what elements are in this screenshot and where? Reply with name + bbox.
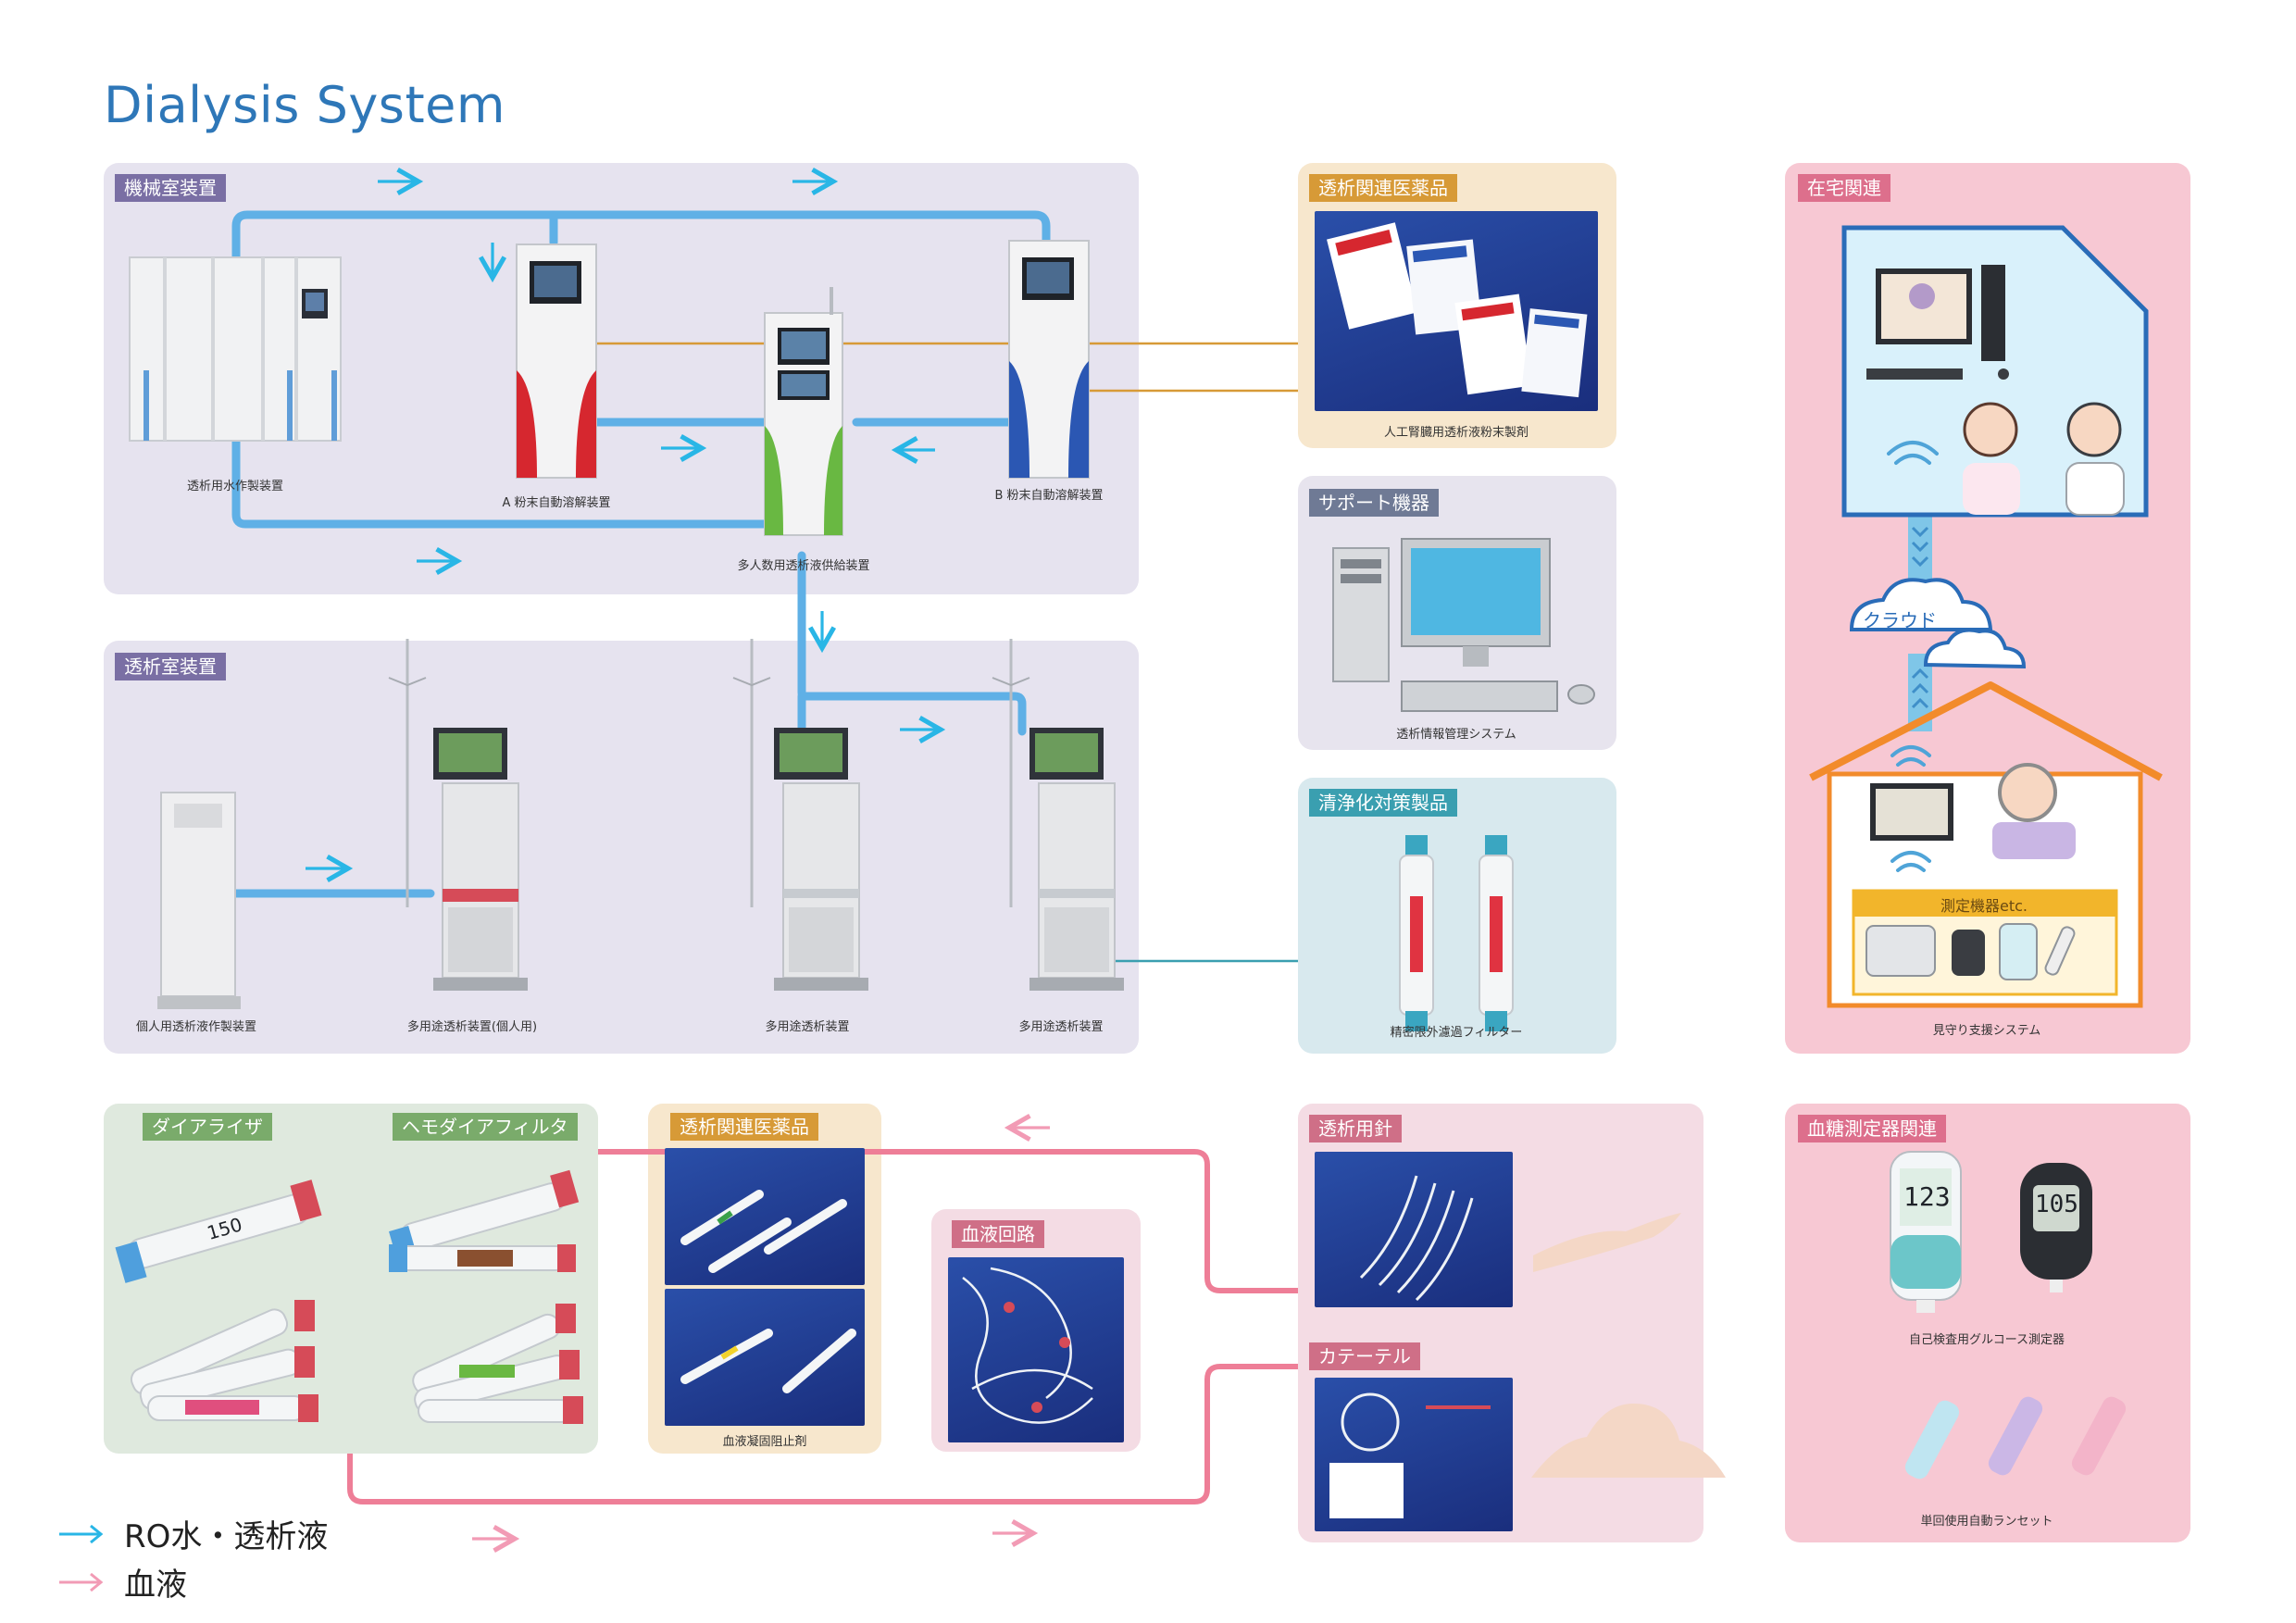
hemodiafilter-1 xyxy=(389,1169,580,1272)
caption-powder-b: B 粉末自動溶解装置 xyxy=(994,489,1104,503)
caption-multi-personal: 多用途透析装置(個人用) xyxy=(406,1020,538,1034)
dialysis-room-panel xyxy=(104,641,1139,1054)
clean-panel xyxy=(1298,778,1616,1054)
legend-label-ro: RO水・透析液 xyxy=(124,1518,329,1555)
hemodiafilter-2 xyxy=(412,1304,583,1424)
caption-lancet: 単回使用自動ランセット xyxy=(1920,1515,2053,1529)
powder-a-unit xyxy=(516,243,597,479)
filter-1 xyxy=(1399,835,1434,1031)
legend-ro: RO水・透析液 xyxy=(57,1511,328,1556)
glucose-reading-1: 123 xyxy=(1903,1181,1951,1212)
dialyzer-1: 150 xyxy=(115,1180,322,1283)
dialyzer-2 xyxy=(130,1300,318,1422)
section-tag-blood-circuit: 血液回路 xyxy=(952,1220,1044,1248)
section-tag-home: 在宅関連 xyxy=(1798,174,1890,202)
caption-ro-water: 透析用水作製装置 xyxy=(186,480,284,493)
caption-watch-system: 見守り支援システム xyxy=(1932,1024,2041,1038)
multi-supply-unit xyxy=(764,287,843,536)
nurse-face xyxy=(1963,402,2018,457)
glucose-panel xyxy=(1785,1104,2190,1542)
powder-b-unit xyxy=(1008,240,1090,479)
legend-arrow-blue xyxy=(59,1524,104,1543)
legend-blood: 血液 xyxy=(57,1559,187,1604)
arm-illustration xyxy=(1533,1213,1681,1272)
caption-filter: 精密限外濾過フィルター xyxy=(1390,1026,1523,1040)
caption-info-system: 透析情報管理システム xyxy=(1396,728,1516,742)
section-tag-machine-room: 機械室装置 xyxy=(115,174,226,202)
syringe-photo-top xyxy=(665,1148,865,1285)
filter-2 xyxy=(1479,835,1514,1031)
doctor-face xyxy=(2066,402,2122,457)
cloud-icon xyxy=(1849,578,2027,669)
caption-powder-drug: 人工腎臓用透析液粉末製剤 xyxy=(1383,426,1529,440)
page-title: Dialysis System xyxy=(104,76,505,134)
section-tag-catheter: カテーテル xyxy=(1309,1342,1420,1370)
caption-multi-1: 多用途透析装置 xyxy=(765,1020,850,1034)
personal-fluid-unit xyxy=(157,792,241,1009)
cloud-label: クラウド xyxy=(1863,609,1937,631)
section-tag-drugs-bottom: 透析関連医薬品 xyxy=(670,1113,818,1141)
section-tag-needle: 透析用針 xyxy=(1309,1115,1402,1142)
pc-illustration xyxy=(1332,538,1595,712)
needle-photo xyxy=(1315,1152,1513,1307)
section-tag-hemodiafilter: ヘモダイアフィルタ xyxy=(393,1113,578,1141)
lancets xyxy=(1904,1396,2127,1479)
syringe-photo-bottom xyxy=(665,1289,865,1426)
section-tag-clean: 清浄化対策製品 xyxy=(1309,789,1457,817)
section-tag-glucose: 血糖測定器関連 xyxy=(1798,1115,1946,1142)
devices-label: 測定機器etc. xyxy=(1940,897,2028,915)
section-tag-dialysis-room: 透析室装置 xyxy=(115,653,226,680)
dialysis-console-3 xyxy=(992,639,1124,991)
section-tag-support: サポート機器 xyxy=(1309,489,1439,517)
ro-water-unit xyxy=(129,256,342,442)
caption-multi-2: 多用途透析装置 xyxy=(1018,1020,1104,1034)
glucose-meter-1 xyxy=(1890,1151,1962,1313)
patient-face xyxy=(1998,763,2057,822)
dialysis-console-2 xyxy=(732,639,868,991)
caption-multi-supply: 多人数用透析液供給装置 xyxy=(737,559,870,573)
dialysis-console-1 xyxy=(388,639,528,991)
section-tag-dialyzer: ダイアライザ xyxy=(143,1113,272,1141)
wifi-icon xyxy=(1887,441,1939,465)
caption-glucose-meter: 自己検査用グルコース測定器 xyxy=(1908,1333,2065,1347)
caption-personal-fluid: 個人用透析液作製装置 xyxy=(135,1020,257,1034)
shoulder-illustration xyxy=(1531,1404,1726,1478)
legend-label-blood: 血液 xyxy=(124,1567,187,1604)
house-roof xyxy=(1809,681,2163,781)
glucose-meter-2 xyxy=(2020,1163,2092,1292)
glucose-reading-2: 105 xyxy=(2035,1191,2078,1218)
section-tag-drugs-top: 透析関連医薬品 xyxy=(1309,174,1457,202)
caption-anticoagulant: 血液凝固阻止剤 xyxy=(722,1435,807,1449)
caption-powder-a: A 粉末自動溶解装置 xyxy=(502,496,611,510)
legend-arrow-pink xyxy=(59,1572,104,1592)
